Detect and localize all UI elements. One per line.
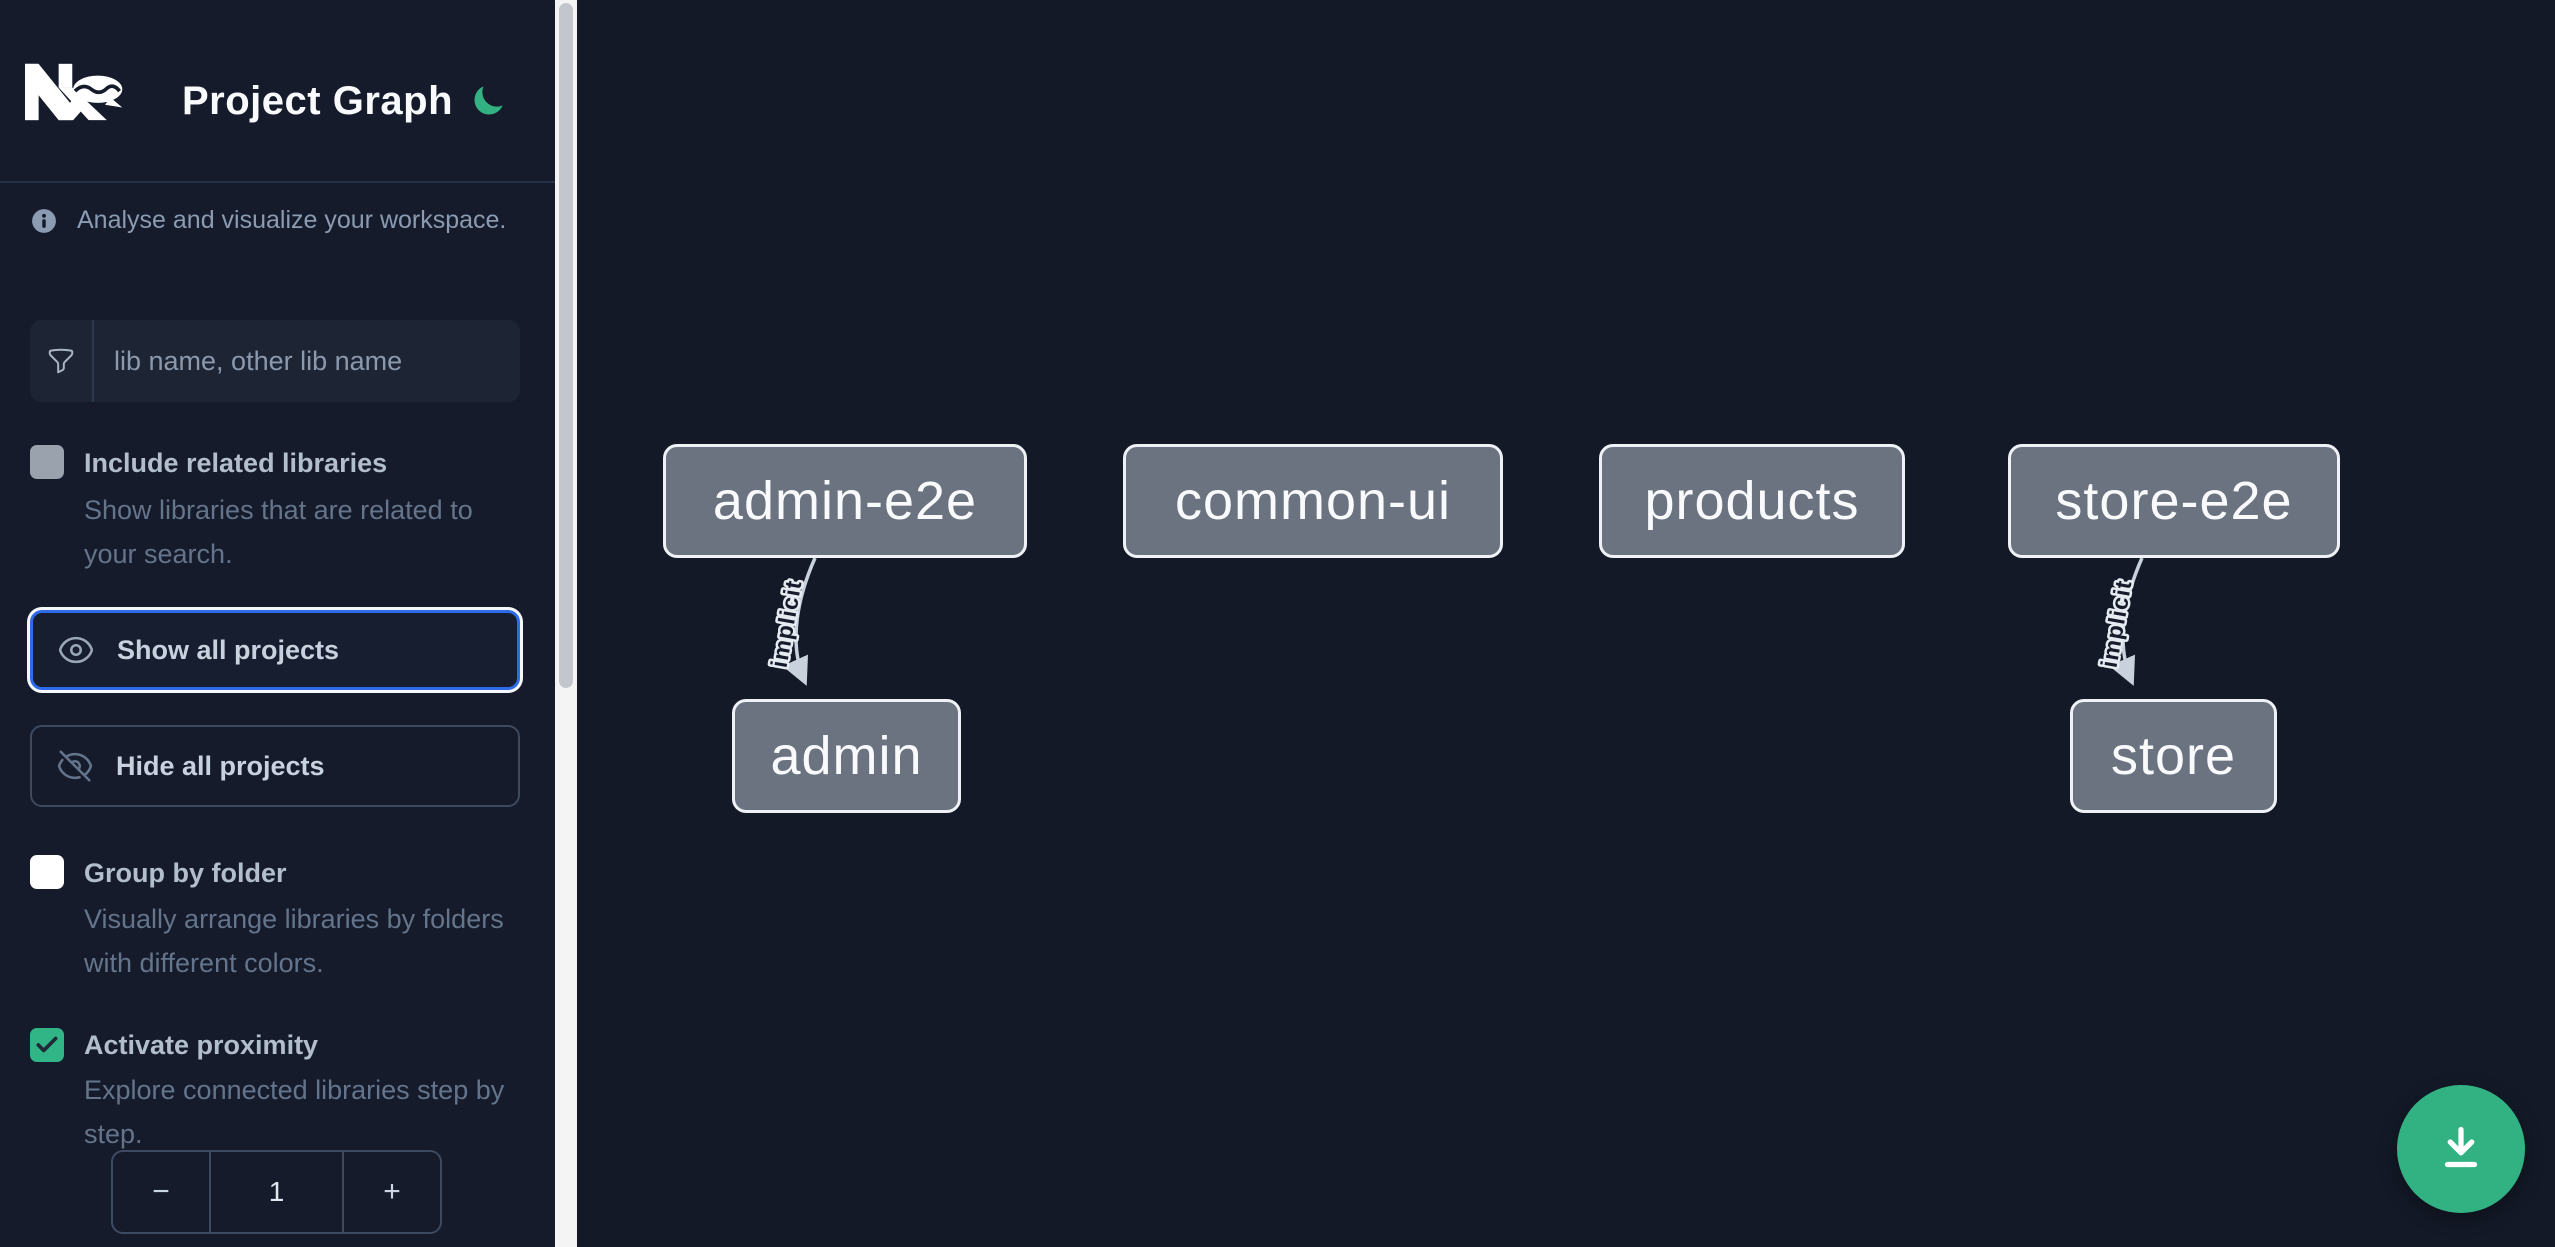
search-input[interactable] <box>94 320 520 402</box>
page-title: Project Graph <box>182 79 454 123</box>
scrollbar-thumb[interactable] <box>559 3 573 688</box>
node-store-e2e[interactable]: store-e2e <box>2008 444 2340 558</box>
decrement-button[interactable]: − <box>113 1152 209 1232</box>
activate-proximity-checkbox[interactable] <box>30 1028 64 1062</box>
dark-mode-toggle[interactable] <box>470 83 506 119</box>
show-all-projects-label: Show all projects <box>117 634 340 665</box>
proximity-depth-stepper: − 1 + <box>111 1150 442 1234</box>
eye-slash-icon <box>57 750 93 782</box>
activate-proximity-label: Activate proximity <box>84 1030 319 1060</box>
increment-button[interactable]: + <box>344 1152 440 1232</box>
edge-store-e2e-store <box>2109 557 2144 686</box>
edges-layer: implicit implicit <box>763 557 2144 686</box>
activate-proximity-desc: Explore connected libraries step by step… <box>84 1075 505 1149</box>
edge-admin-e2e-admin <box>782 557 817 686</box>
header-divider <box>0 181 555 183</box>
graph-canvas[interactable]: implicit implicit admin-e2e common-ui pr… <box>577 0 2555 1247</box>
group-by-folder-desc: Visually arrange libraries by folders wi… <box>84 904 504 978</box>
show-all-projects-button[interactable]: Show all projects <box>30 610 520 690</box>
node-store[interactable]: store <box>2070 699 2277 813</box>
info-banner-text: Analyse and visualize your workspace. <box>77 206 507 234</box>
moon-icon <box>474 86 503 115</box>
sidebar: Project Graph Analyse and visualize your… <box>0 0 555 1247</box>
funnel-icon <box>48 348 74 374</box>
edge-label-implicit: implicit <box>766 578 807 670</box>
proximity-depth-value: 1 <box>209 1152 344 1232</box>
group-by-folder-checkbox[interactable] <box>30 855 64 889</box>
hide-all-projects-button[interactable]: Hide all projects <box>30 725 520 807</box>
node-admin[interactable]: admin <box>732 699 961 813</box>
filter-box <box>30 320 520 402</box>
sidebar-scrollbar[interactable] <box>555 0 577 1247</box>
include-related-label: Include related libraries <box>84 448 388 478</box>
group-by-folder-label: Group by folder <box>84 858 287 888</box>
node-products[interactable]: products <box>1599 444 1905 558</box>
eye-icon <box>58 636 94 664</box>
node-common-ui[interactable]: common-ui <box>1123 444 1503 558</box>
download-graph-button[interactable] <box>2397 1085 2525 1213</box>
check-icon <box>36 1036 58 1053</box>
nx-logo <box>25 63 123 121</box>
edge-label-implicit: implicit <box>2096 578 2137 670</box>
hide-all-projects-label: Hide all projects <box>116 750 325 781</box>
info-banner: Analyse and visualize your workspace. <box>31 206 531 235</box>
info-icon <box>32 208 56 233</box>
include-related-desc: Show libraries that are related to your … <box>84 495 473 569</box>
node-admin-e2e[interactable]: admin-e2e <box>663 444 1027 558</box>
include-related-checkbox[interactable] <box>30 445 64 479</box>
download-icon <box>2444 1126 2478 1168</box>
filter-icon-cell <box>30 320 94 402</box>
